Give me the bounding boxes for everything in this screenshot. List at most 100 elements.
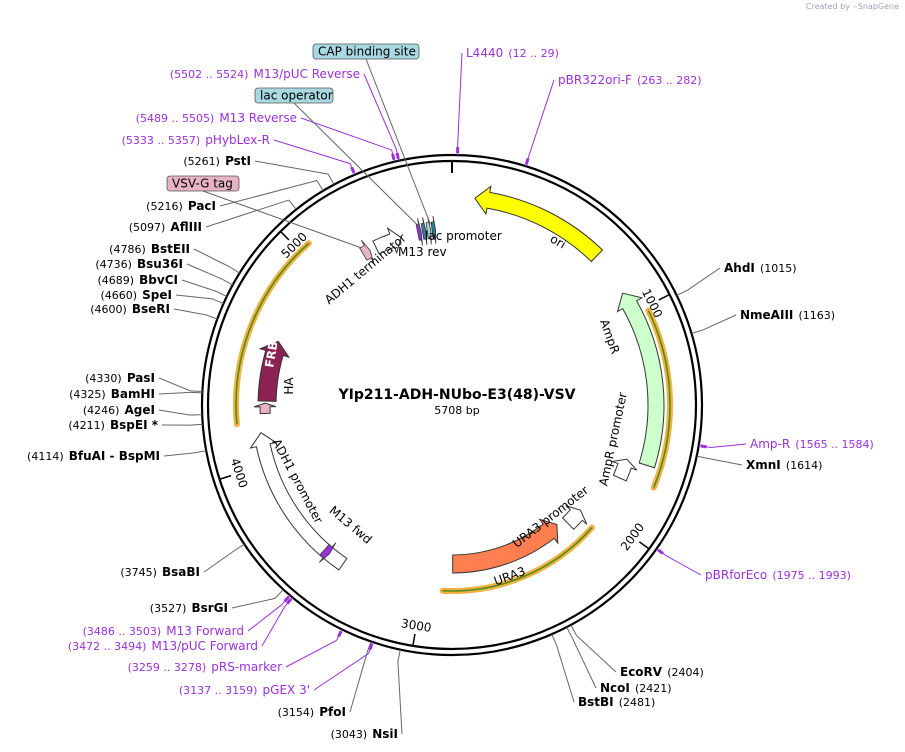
enzyme-bbvci-line — [181, 279, 217, 292]
feature-label-m13-rev: M13 rev — [398, 245, 447, 259]
primer-pgex-3-stub — [368, 641, 373, 654]
feature-label-ampr: AmpR — [597, 317, 622, 355]
enzyme-spei-line — [175, 294, 213, 300]
box-line-vsv-g-tag — [202, 190, 361, 249]
enzyme-xmni-line — [708, 458, 743, 466]
primer-m13-reverse: (5489 .. 5505) M13 Reverse — [136, 107, 297, 126]
primer-pbrforeco-stub — [656, 548, 667, 557]
tick-label-3000: 3000 — [400, 616, 432, 635]
enzyme-bseri: (4600) BseRI — [90, 298, 170, 317]
enzyme-bstbi-line — [556, 645, 575, 703]
primer-pbrforeco-line — [666, 555, 702, 576]
enzyme-bstbi: BstBI (2481) — [578, 691, 655, 710]
lac-block-1 — [420, 217, 428, 246]
enzyme-bsteii: (4786) BstEII — [109, 238, 190, 257]
enzyme-agei-line — [158, 409, 191, 416]
enzyme-bsabi: (3745) BsaBI — [120, 561, 200, 580]
feature-label-ori: ori — [548, 232, 569, 252]
enzyme-bfuai-bspmi-stub — [194, 450, 207, 454]
enzyme-xmni: XmnI (1614) — [746, 454, 822, 473]
enzyme-psti-stub — [327, 173, 335, 185]
box-label-cap-binding-site: CAP binding site — [318, 45, 416, 59]
feature-frb — [257, 340, 291, 402]
enzyme-spei-stub — [212, 298, 224, 305]
primer-pgex-3: (3137 .. 3159) pGEX 3' — [179, 679, 310, 698]
enzyme-nmeaiii-stub — [691, 329, 704, 334]
primer-m13-forward: (3486 .. 3503) M13 Forward — [83, 620, 244, 639]
enzyme-afliii-stub — [288, 199, 297, 210]
enzyme-bsabi-stub — [234, 543, 245, 552]
feature-arrows — [249, 185, 665, 574]
primer-m13-puc-forward-line — [261, 606, 286, 647]
enzyme-bamhi: (4325) BamHI — [69, 383, 155, 402]
primer-pbr322ori-f: pBR322ori-F (263 .. 282) — [558, 69, 702, 88]
enzyme-pfoi-stub — [366, 641, 372, 654]
leader-lines — [158, 52, 747, 735]
lac-block-2 — [425, 216, 432, 245]
snapgene-logo-icon: ⌢ — [852, 2, 858, 11]
enzyme-bbvci-stub — [215, 290, 228, 297]
tick-5000 — [279, 230, 290, 241]
site-labels: AhdI (1015)NmeAIII (1163)XmnI (1614)EcoR… — [27, 43, 874, 741]
feature-label-ha: HA — [282, 377, 296, 395]
enzyme-bfuai-bspmi: (4114) BfuAI - BspMI — [27, 445, 160, 464]
box-lac-operator — [254, 87, 334, 104]
primer-phyblex-r: (5333 .. 5357) pHybLex-R — [122, 129, 270, 148]
tick-label-2000: 2000 — [618, 520, 647, 553]
plasmid-title: YIp211-ADH-NUbo-E3(48)-VSV — [337, 387, 575, 403]
enzyme-bseri-line — [173, 308, 207, 316]
primer-m13-reverse-line — [300, 117, 392, 151]
primer-phyblex-r-line — [273, 139, 351, 165]
enzyme-bsu36i: (4736) Bsu36I — [95, 253, 183, 272]
primer-l4440-line — [457, 52, 463, 144]
enzyme-pasi-line — [158, 377, 191, 392]
box-cap-binding-site — [312, 43, 420, 60]
feature-ampr — [616, 292, 665, 469]
enzyme-ecorv: EcoRV (2404) — [620, 661, 704, 680]
enzyme-bfuai-bspmi-line — [163, 452, 195, 457]
feature-ura3-promoter — [561, 505, 588, 531]
enzyme-bsrgi-stub — [274, 589, 284, 599]
primer-amp-r: Amp-R (1565 .. 1584) — [750, 433, 874, 452]
enzyme-ahdi-stub — [676, 289, 688, 296]
enzyme-bbvci: (4689) BbvCI — [97, 269, 178, 288]
primer-amp-r-line — [710, 443, 747, 448]
box-line-cap-binding-site — [365, 58, 431, 225]
lac-block-0 — [415, 218, 423, 246]
feature-label-frb: FRB* — [262, 333, 282, 369]
enzyme-bsrgi: (3527) BsrGI — [150, 597, 228, 616]
primer-m13-reverse-stub — [391, 149, 395, 162]
primer-m13-puc-reverse: (5502 .. 5524) M13/pUC Reverse — [170, 63, 360, 82]
enzyme-ecorv-stub — [570, 624, 577, 636]
primer-m13-puc-forward-stub — [284, 597, 293, 607]
box-label-lac-operator: lac operator — [260, 89, 333, 103]
enzyme-pfoi-line — [349, 652, 368, 713]
enzyme-bamhi-stub — [190, 391, 203, 394]
feature-label-adh1-terminator: ADH1 terminator — [322, 231, 409, 307]
primer-m13-forward-line — [247, 604, 283, 632]
enzyme-ncoi-stub — [566, 626, 573, 639]
feature-label-lac-promoter: lac promoter — [425, 229, 502, 243]
enzyme-afliii: (5097) AflIII — [129, 216, 202, 235]
backbone-outer — [200, 153, 704, 657]
enzyme-bspei-stub — [190, 423, 203, 426]
feature-label-m13-fwd: M13 fwd — [327, 503, 375, 546]
primer-pbr322ori-f-stub — [525, 154, 530, 167]
enzyme-bstbi-stub — [551, 634, 558, 646]
box-vsv-g-tag — [166, 175, 240, 192]
enzyme-paci: (5216) PacI — [146, 195, 216, 214]
enzyme-spei: (4660) SpeI — [100, 284, 172, 303]
enzyme-nmeaiii-line — [702, 314, 737, 331]
box-line-lac-operator — [293, 102, 419, 227]
enzyme-bsu36i-line — [186, 263, 223, 280]
frb-orf-inner — [235, 242, 310, 425]
enzyme-nmeaiii: NmeAIII (1163) — [740, 304, 835, 323]
enzyme-pfoi: (3154) PfoI — [278, 701, 346, 720]
enzyme-psti: (5261) PstI — [183, 150, 251, 169]
feature-ha — [253, 402, 277, 415]
primer-m13-puc-reverse-line — [363, 73, 397, 150]
enzyme-bsrgi-line — [231, 597, 276, 609]
tick-label-4000: 4000 — [228, 456, 251, 489]
enzyme-paci-stub — [316, 180, 324, 192]
enzyme-nsii-stub — [397, 649, 401, 662]
